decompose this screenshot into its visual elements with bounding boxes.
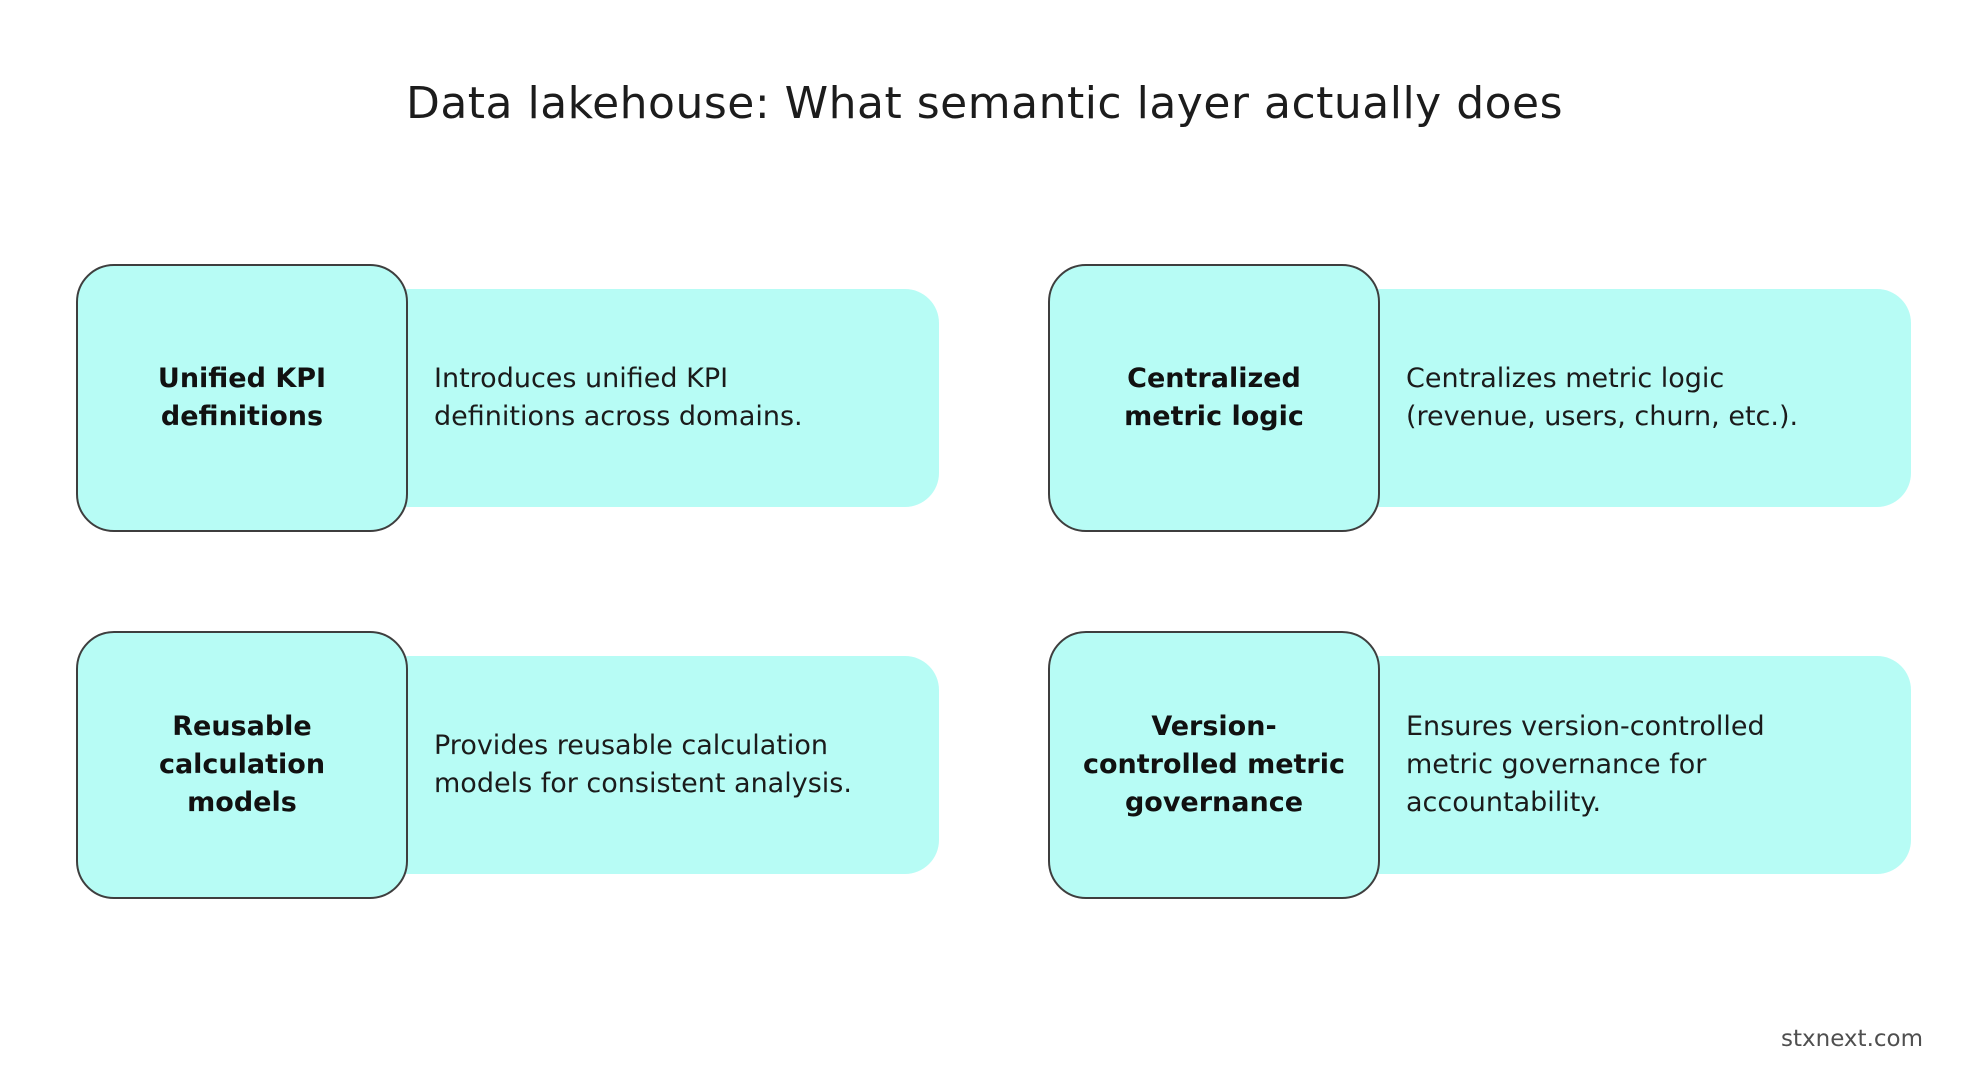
card-label-box: Unified KPI definitions bbox=[76, 264, 408, 532]
card-version-controlled-metric-governance: Ensures version-controlled metric govern… bbox=[1048, 631, 1911, 899]
card-label-text: Centralized metric logic bbox=[1124, 363, 1304, 432]
card-description-text: Centralizes metric logic (revenue, users… bbox=[1406, 363, 1799, 432]
card-label-text: Version- controlled metric governance bbox=[1082, 711, 1346, 818]
card-description-box: Provides reusable calculation models for… bbox=[326, 656, 939, 874]
page-title: Data lakehouse: What semantic layer actu… bbox=[405, 78, 1564, 129]
card-description-text: Provides reusable calculation models for… bbox=[434, 730, 852, 799]
card-unified-kpi-definitions: Introduces unified KPI definitions acros… bbox=[76, 264, 939, 532]
card-description-box: Introduces unified KPI definitions acros… bbox=[326, 289, 939, 507]
card-description-box: Centralizes metric logic (revenue, users… bbox=[1298, 289, 1911, 507]
card-label-text: Unified KPI definitions bbox=[157, 363, 327, 432]
card-label-text: Reusable calculation models bbox=[158, 711, 326, 818]
card-description-box: Ensures version-controlled metric govern… bbox=[1298, 656, 1911, 874]
card-label-box: Version- controlled metric governance bbox=[1048, 631, 1380, 899]
card-reusable-calculation-models: Provides reusable calculation models for… bbox=[76, 631, 939, 899]
card-description-text: Introduces unified KPI definitions acros… bbox=[434, 363, 803, 432]
card-label-box: Centralized metric logic bbox=[1048, 264, 1380, 532]
footer-website-url: stxnext.com bbox=[1781, 1026, 1923, 1052]
card-centralized-metric-logic: Centralizes metric logic (revenue, users… bbox=[1048, 264, 1911, 532]
card-description-text: Ensures version-controlled metric govern… bbox=[1406, 711, 1765, 818]
card-label-box: Reusable calculation models bbox=[76, 631, 408, 899]
